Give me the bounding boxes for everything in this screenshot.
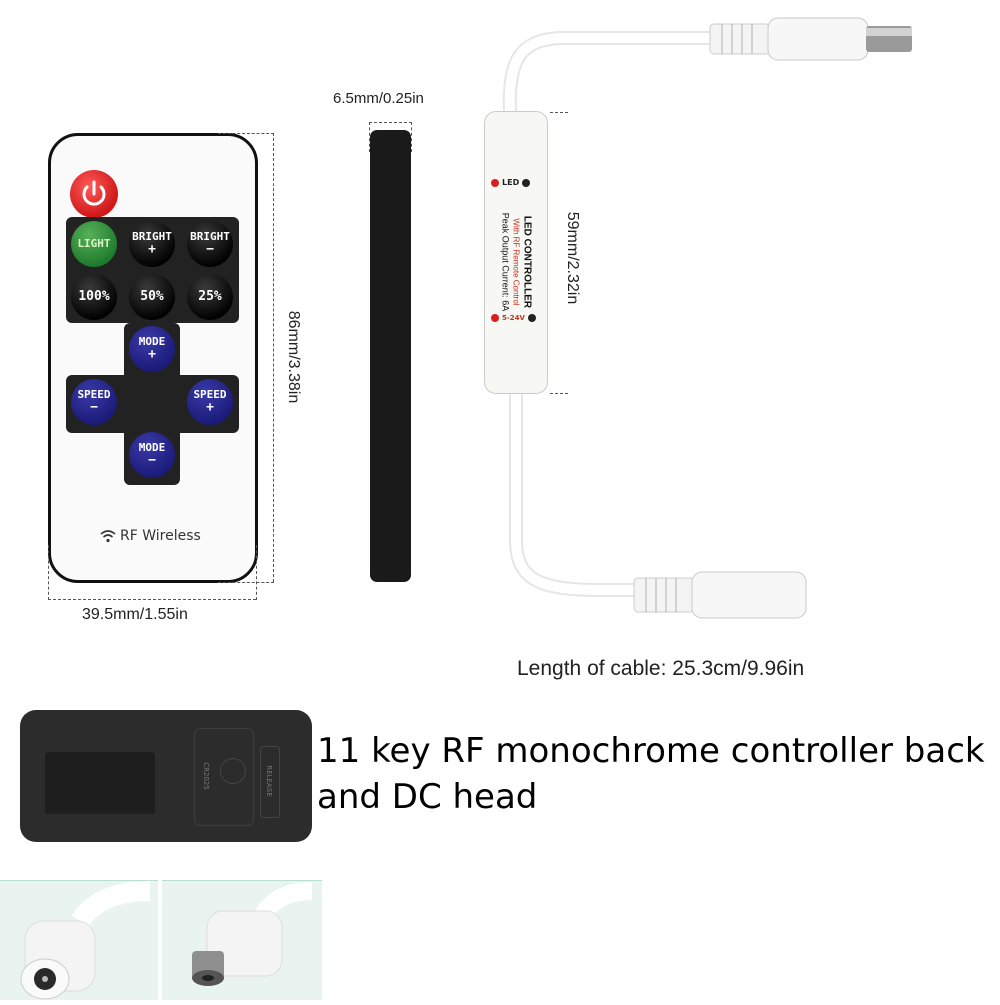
controller-length-label: 59mm/2.32in <box>564 211 581 305</box>
wifi-icon <box>100 530 116 543</box>
mode-minus-label: MODE <box>138 441 166 455</box>
led-controller-body <box>484 111 548 394</box>
female-dc-connector <box>633 571 807 619</box>
rf-wireless-label: RF Wireless <box>100 528 201 544</box>
mode-plus-button: MODE + <box>129 326 175 372</box>
minus-symbol: − <box>148 452 156 468</box>
cable-length-label: Length of cable: 25.3cm/9.96in <box>517 657 805 680</box>
mode-plus-label: MODE <box>138 335 166 349</box>
voltage-label: 5-24V <box>502 314 525 322</box>
back-label-recess <box>45 752 155 814</box>
battery-type-label: CR2025 <box>202 762 210 790</box>
male-connector-photo <box>162 880 322 1000</box>
brightness-25-label: 25% <box>198 289 222 305</box>
bright-minus-label: BRIGHT <box>190 230 230 244</box>
power-icon <box>82 180 106 206</box>
light-button: LIGHT <box>71 221 117 267</box>
battery-cover-circle <box>220 758 246 784</box>
bright-plus-button: BRIGHT + <box>129 221 175 267</box>
height-dim-top-line <box>218 133 274 134</box>
mode-minus-button: MODE − <box>129 432 175 478</box>
female-connector-photo <box>0 880 158 1000</box>
controller-dim-bottom <box>550 393 568 394</box>
caption: 11 key RF monochrome controller back and… <box>317 731 985 817</box>
thickness-dim-box <box>369 122 412 152</box>
bright-minus-button: BRIGHT − <box>187 221 233 267</box>
release-label: RELEASE <box>265 765 273 797</box>
cable-drawing <box>502 31 727 597</box>
led-port-marker: LED <box>491 178 541 187</box>
minus-symbol: − <box>206 241 214 257</box>
width-dim-left-line <box>48 545 49 600</box>
led-port-label: LED <box>502 178 520 187</box>
light-label: LIGHT <box>77 237 111 251</box>
brightness-100-label: 100% <box>78 289 110 305</box>
brightness-50-button: 50% <box>129 274 175 320</box>
speed-minus-label: SPEED <box>77 388 111 402</box>
male-connector-closeup <box>192 882 313 986</box>
speed-minus-button: SPEED − <box>71 379 117 425</box>
width-dim-right-line <box>256 545 257 600</box>
female-connector-closeup <box>20 881 151 1000</box>
remote-side-profile <box>370 130 411 582</box>
controller-dim-top <box>550 112 568 113</box>
rf-wireless-text: RF Wireless <box>120 528 201 544</box>
plus-dot-icon <box>491 178 499 187</box>
minus-dot-icon <box>522 178 531 187</box>
battery-compartment <box>194 728 254 826</box>
plus-dot-icon <box>491 314 499 322</box>
brightness-25-button: 25% <box>187 274 233 320</box>
speed-plus-label: SPEED <box>193 388 227 402</box>
speed-plus-button: SPEED + <box>187 379 233 425</box>
height-dim-line <box>273 133 274 582</box>
plus-symbol: + <box>206 399 214 415</box>
male-dc-connector <box>709 17 912 61</box>
thickness-label: 6.5mm/0.25in <box>333 90 424 107</box>
brightness-100-button: 100% <box>71 274 117 320</box>
bright-plus-label: BRIGHT <box>132 230 172 244</box>
remote-width-label: 39.5mm/1.55in <box>82 606 188 623</box>
plus-symbol: + <box>148 241 156 257</box>
height-dim-bottom-line <box>218 582 274 583</box>
minus-symbol: − <box>90 399 98 415</box>
width-dim-line <box>48 599 256 600</box>
minus-dot-icon <box>527 314 536 322</box>
plus-symbol: + <box>148 346 156 362</box>
brightness-50-label: 50% <box>140 289 164 305</box>
release-tab <box>260 746 280 818</box>
power-port-marker: 5-24V <box>491 314 541 322</box>
